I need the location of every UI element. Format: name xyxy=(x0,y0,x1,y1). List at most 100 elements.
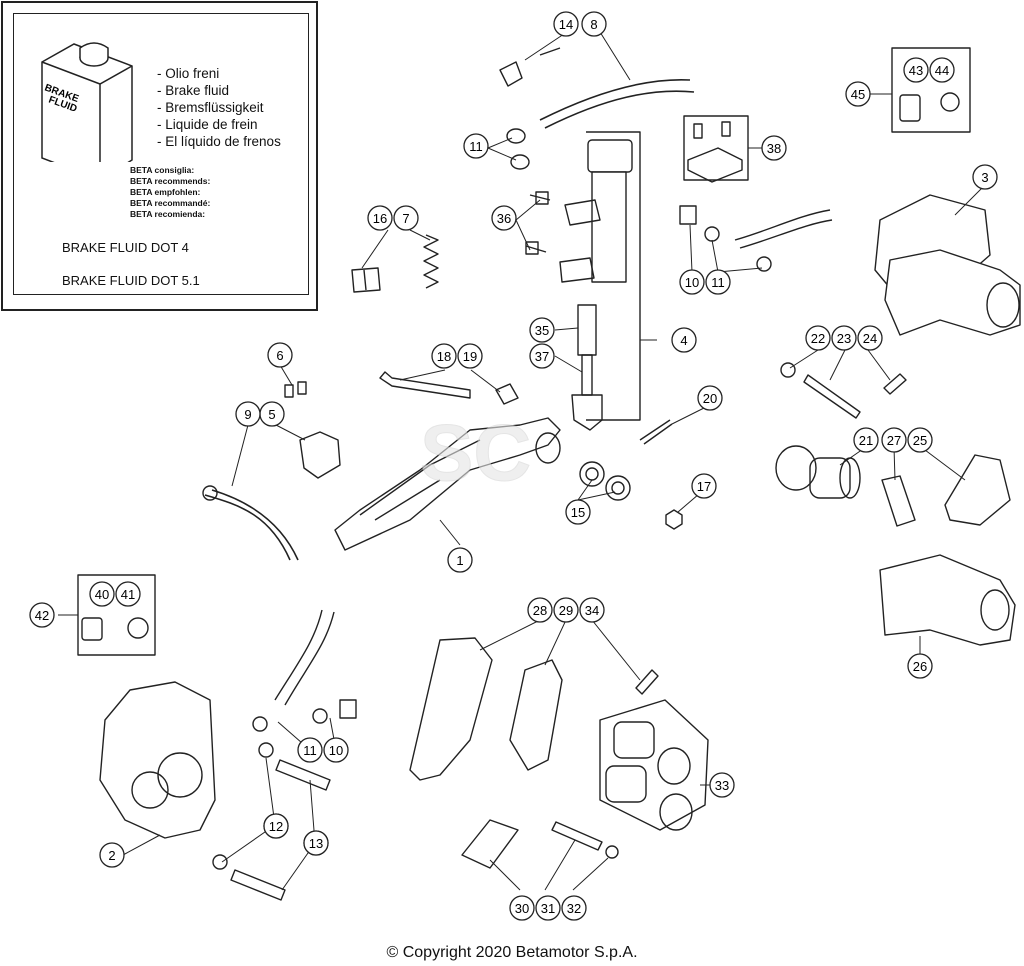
leader-lines xyxy=(58,31,986,891)
brake-fluid-can-icon: BRAKE FLUID xyxy=(41,42,133,162)
pistons-21 xyxy=(775,445,861,499)
callout-label: 24 xyxy=(863,331,877,346)
callout-2: 2 xyxy=(99,842,125,868)
callout-label: 22 xyxy=(811,331,825,346)
callout-44: 44 xyxy=(929,57,955,83)
callout-36: 36 xyxy=(491,205,517,231)
spring-7 xyxy=(423,234,439,289)
callout-10: 10 xyxy=(679,269,705,295)
callout-13: 13 xyxy=(303,830,329,856)
callout-label: 21 xyxy=(859,433,873,448)
callout-17: 17 xyxy=(691,473,717,499)
callout-19: 19 xyxy=(457,343,483,369)
washers-15 xyxy=(579,461,631,501)
callout-label: 41 xyxy=(121,587,135,602)
callout-1: 1 xyxy=(447,547,473,573)
callout-label: 6 xyxy=(276,348,283,363)
banjo-14 xyxy=(499,47,561,87)
split-pin-20 xyxy=(639,419,673,445)
callout-label: 4 xyxy=(680,333,687,348)
callout-14: 14 xyxy=(553,11,579,37)
callout-label: 19 xyxy=(463,349,477,364)
callout-18: 18 xyxy=(431,343,457,369)
callout-38: 38 xyxy=(761,135,787,161)
cap-22 xyxy=(780,362,796,378)
hose-8 xyxy=(539,78,695,129)
screws-36 xyxy=(525,191,551,255)
spring-27 xyxy=(881,475,916,527)
bolts-13 xyxy=(212,742,331,901)
cap-32 xyxy=(605,845,619,859)
callout-label: 3 xyxy=(981,170,988,185)
callout-20: 20 xyxy=(697,385,723,411)
callout-24: 24 xyxy=(857,325,883,351)
callout-22: 22 xyxy=(805,325,831,351)
recommend-line: BETA recommends: xyxy=(130,176,211,186)
pin-18 xyxy=(379,371,471,399)
caliper-half-28 xyxy=(409,637,493,781)
callout-31: 31 xyxy=(535,895,561,921)
recommend-line: BETA recommandé: xyxy=(130,198,211,208)
callout-label: 30 xyxy=(515,901,529,916)
callout-25: 25 xyxy=(907,427,933,453)
language-line: - El líquido de frenos xyxy=(157,134,281,149)
callout-label: 20 xyxy=(703,391,717,406)
front-caliper-2 xyxy=(99,681,216,839)
callout-11: 11 xyxy=(463,133,489,159)
callout-43: 43 xyxy=(903,57,929,83)
banjo-10-right xyxy=(679,205,833,272)
front-hose xyxy=(252,609,357,732)
callout-label: 27 xyxy=(887,433,901,448)
watermark-text: SC xyxy=(420,408,531,497)
callout-4: 4 xyxy=(671,327,697,353)
spring-30 xyxy=(461,819,519,869)
callout-label: 10 xyxy=(329,743,343,758)
callout-15: 15 xyxy=(565,499,591,525)
callout-11: 11 xyxy=(297,737,323,763)
bolts-43-44 xyxy=(899,92,960,122)
callout-label: 36 xyxy=(497,211,511,226)
callout-circles: 1234567891010111111121213131415161718192… xyxy=(29,11,998,921)
callout-35: 35 xyxy=(529,317,555,343)
part-19 xyxy=(495,383,519,405)
bleeder-24 xyxy=(883,373,907,395)
bolts-40-41 xyxy=(81,617,149,641)
language-line: - Olio freni xyxy=(157,66,220,81)
callout-label: 17 xyxy=(697,479,711,494)
callout-label: 43 xyxy=(909,63,923,78)
callout-7: 7 xyxy=(393,205,419,231)
callout-label: 45 xyxy=(851,87,865,102)
brake-pedal xyxy=(334,417,561,551)
callout-label: 42 xyxy=(35,608,49,623)
callout-label: 33 xyxy=(715,778,729,793)
pistons-33 xyxy=(605,721,693,831)
callout-label: 31 xyxy=(541,901,555,916)
callout-label: 34 xyxy=(585,603,599,618)
callout-8: 8 xyxy=(581,11,607,37)
recommend-line: BETA consiglia: xyxy=(130,165,195,175)
brake-fluid-box: BRAKE FLUID - Olio freni - Brake fluid -… xyxy=(1,1,318,311)
callout-label: 38 xyxy=(767,141,781,156)
callout-label: 12 xyxy=(269,819,283,834)
callout-label: 28 xyxy=(533,603,547,618)
callout-21: 21 xyxy=(853,427,879,453)
callout-23: 23 xyxy=(831,325,857,351)
callout-label: 44 xyxy=(935,63,949,78)
pads-25 xyxy=(944,454,1011,526)
callout-3: 3 xyxy=(972,164,998,190)
language-line: - Bremsflüssigkeit xyxy=(157,100,264,115)
clip-16 xyxy=(351,267,381,293)
master-cylinder xyxy=(559,139,633,283)
language-line: - Liquide de frein xyxy=(157,117,258,132)
callout-label: 11 xyxy=(303,743,317,758)
callout-42: 42 xyxy=(29,602,55,628)
callout-label: 23 xyxy=(837,331,851,346)
group-box-38 xyxy=(683,115,749,181)
bolts-6 xyxy=(284,381,307,398)
brake-fluid-inner-frame: BRAKE FLUID - Olio freni - Brake fluid -… xyxy=(13,13,309,295)
group-box-42 xyxy=(77,574,156,656)
group-box-4 xyxy=(586,131,641,421)
callout-10: 10 xyxy=(323,737,349,763)
callout-label: 13 xyxy=(309,836,323,851)
callout-label: 5 xyxy=(268,407,275,422)
